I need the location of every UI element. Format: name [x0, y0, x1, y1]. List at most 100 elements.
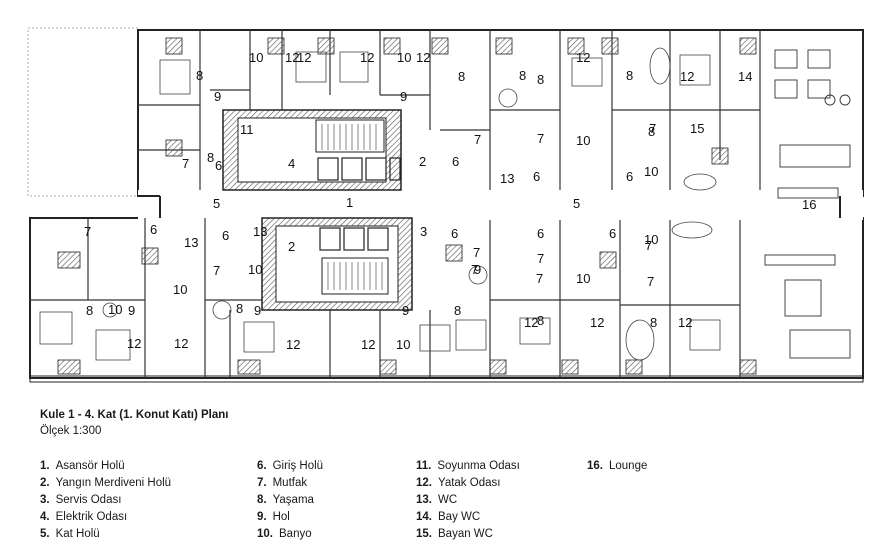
plan-label: 9 — [128, 303, 135, 318]
plan-label: 12 — [416, 50, 430, 65]
plan-label: 8 — [626, 68, 633, 83]
legend-item: 6.Giriş Holü — [257, 460, 324, 472]
site-boundary — [27, 27, 139, 197]
legend-item: 2.Yangın Merdiveni Holü — [40, 477, 172, 489]
lower-elevators — [319, 227, 389, 251]
plan-label: 6 — [150, 222, 157, 237]
legend-column-3: 11.Soyunma Odası 12.Yatak Odası 13.WC 14… — [416, 458, 520, 543]
plan-label: 7 — [645, 238, 652, 253]
plan-label: 8 — [519, 68, 526, 83]
legend-item: 13.WC — [416, 494, 458, 506]
shafts — [57, 37, 757, 375]
plan-label: 7 — [474, 132, 481, 147]
plan-label: 5 — [573, 196, 580, 211]
legend-item: 14.Bay WC — [416, 511, 481, 523]
upper-elevators — [317, 157, 401, 181]
plan-label: 15 — [690, 121, 704, 136]
legend-item: 8.Yaşama — [257, 494, 314, 506]
plan-label: 10 — [644, 232, 658, 247]
plan-label: 4 — [288, 156, 295, 171]
plan-label: 10 — [108, 302, 122, 317]
plan-label: 8 — [86, 303, 93, 318]
plan-label: 12 — [524, 315, 538, 330]
plan-label: 13 — [184, 235, 198, 250]
plan-label: 8 — [236, 301, 243, 316]
plan-label: 12 — [297, 50, 311, 65]
plan-label: 6 — [451, 226, 458, 241]
plan-label: 10 — [397, 50, 411, 65]
plan-label: 12 — [174, 336, 188, 351]
plan-label: 6 — [609, 226, 616, 241]
plan-label: 8 — [458, 69, 465, 84]
plan-label: 7 — [182, 156, 189, 171]
plan-label: 9 — [402, 303, 409, 318]
legend-column-2: 6.Giriş Holü 7.Mutfak 8.Yaşama 9.Hol 10.… — [257, 458, 323, 543]
lounge-furniture — [764, 49, 851, 359]
plan-label: 12 — [127, 336, 141, 351]
plan-label: 11 — [240, 122, 254, 137]
legend-item: 5.Kat Holü — [40, 528, 100, 540]
plan-label: 1 — [346, 195, 353, 210]
room-labels: 1 2 2 3 4 5 5 6 6 6 6 6 6 6 6 6 7 7 7 7 … — [84, 50, 816, 352]
floor-plan: 1 2 2 3 4 5 5 6 6 6 6 6 6 6 6 6 7 7 7 7 … — [27, 27, 864, 383]
plan-label: 6 — [626, 169, 633, 184]
plan-label: 10 — [173, 282, 187, 297]
plan-label: 12 — [590, 315, 604, 330]
plan-label: 8 — [648, 124, 655, 139]
legend-item: 1.Asansör Holü — [40, 460, 125, 472]
legend-item: 4.Elektrik Odası — [40, 511, 128, 523]
plan-label: 8 — [454, 303, 461, 318]
legend-item: 12.Yatak Odası — [416, 477, 501, 489]
legend-item: 9.Hol — [257, 511, 290, 523]
plan-label: 6 — [452, 154, 459, 169]
lower-partitions — [30, 218, 741, 378]
plan-label: 10 — [576, 133, 590, 148]
plan-label: 9 — [254, 303, 261, 318]
plan-label: 12 — [361, 337, 375, 352]
plan-label: 12 — [286, 337, 300, 352]
plan-label: 7 — [473, 245, 480, 260]
plan-label: 6 — [537, 226, 544, 241]
plan-label: 5 — [213, 196, 220, 211]
plan-label: 13 — [253, 224, 267, 239]
lower-stair — [321, 257, 389, 295]
legend-item: 11.Soyunma Odası — [416, 460, 520, 472]
plan-label: 12 — [678, 315, 692, 330]
plan-label: 2 — [288, 239, 295, 254]
plan-label: 10 — [249, 50, 263, 65]
upper-partitions — [138, 30, 761, 190]
plan-label: 6 — [215, 158, 222, 173]
plan-label: 10 — [396, 337, 410, 352]
plan-label: 2 — [419, 154, 426, 169]
plan-label: 7 — [471, 262, 478, 277]
plan-label: 3 — [420, 224, 427, 239]
plan-label: 10 — [248, 262, 262, 277]
plan-title: Kule 1 - 4. Kat (1. Konut Katı) Planı — [40, 409, 229, 421]
plan-label: 13 — [500, 171, 514, 186]
plan-scale: Ölçek 1:300 — [40, 425, 102, 437]
plan-label: 12 — [360, 50, 374, 65]
plan-label: 8 — [196, 68, 203, 83]
bottom-edge — [29, 375, 864, 383]
lower-block-outline — [29, 217, 864, 379]
central-corridor — [138, 190, 863, 220]
plan-label: 7 — [647, 274, 654, 289]
plan-label: 12 — [680, 69, 694, 84]
plan-label: 7 — [213, 263, 220, 278]
plan-label: 12 — [285, 50, 299, 65]
plan-label: 6 — [533, 169, 540, 184]
plan-label: 7 — [649, 121, 656, 136]
plan-label: 7 — [536, 271, 543, 286]
upper-stair — [315, 119, 385, 153]
legend-item: 3.Servis Odası — [40, 494, 122, 506]
plan-label: 10 — [576, 271, 590, 286]
plan-label: 9 — [214, 89, 221, 104]
plan-label: 12 — [576, 50, 590, 65]
legend-item: 16.Lounge — [587, 460, 648, 472]
plan-label: 10 — [644, 164, 658, 179]
plan-label: 16 — [802, 197, 816, 212]
room-furniture — [39, 47, 721, 361]
legend-column-4: 16.Lounge — [587, 458, 647, 475]
plan-label: 9 — [400, 89, 407, 104]
plan-label: 6 — [222, 228, 229, 243]
